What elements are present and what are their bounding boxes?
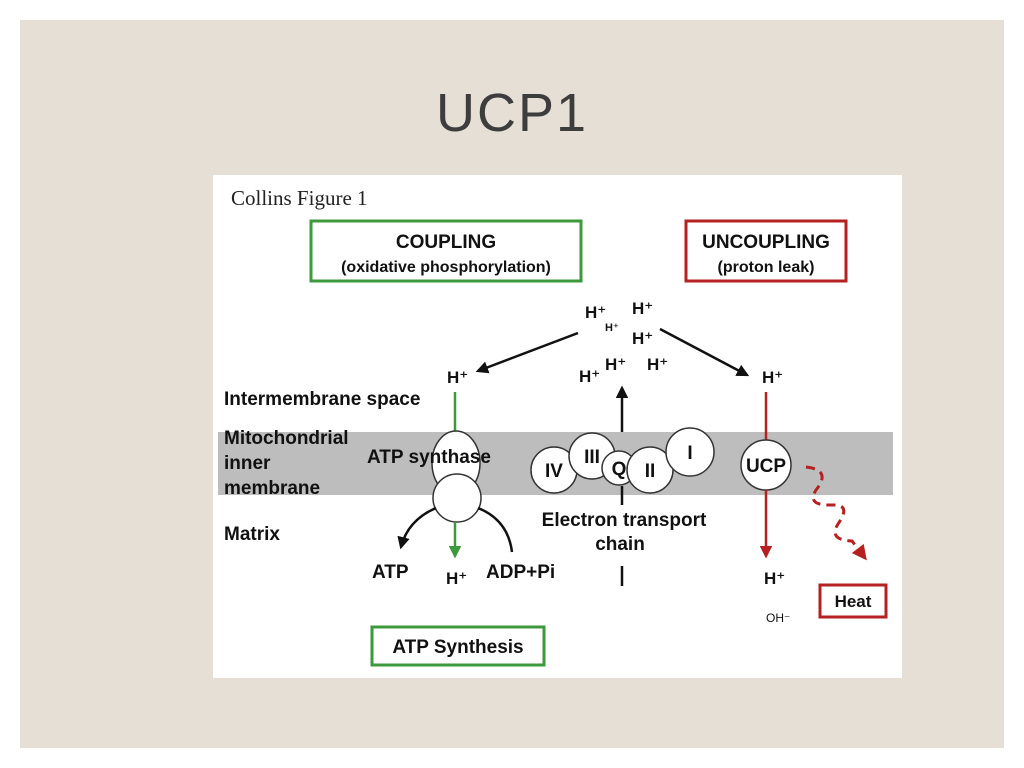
- proton-cluster: H⁺ H⁺ H⁺ H⁺ H⁺ H⁺ H⁺: [579, 299, 668, 386]
- intermembrane-space-label: Intermembrane space: [224, 389, 420, 410]
- etc-label-line: chain: [595, 534, 645, 555]
- ucp: UCP: [740, 392, 867, 561]
- uncoupling-box: UNCOUPLING (proton leak): [684, 219, 848, 283]
- coenzyme-q-label: Q: [612, 459, 627, 480]
- complex-i-label: I: [687, 443, 692, 464]
- electron-transport-chain: IV III Q II I Electron transport chain: [530, 385, 715, 586]
- atp-synthesis-label: ATP Synthesis: [392, 637, 523, 658]
- heat-label: Heat: [835, 592, 872, 611]
- matrix-label: Matrix: [224, 524, 280, 545]
- ucp-label: UCP: [746, 456, 786, 477]
- coupling-title: COUPLING: [396, 232, 496, 253]
- membrane-label-line: Mitochondrial: [224, 428, 349, 449]
- atp-synthesis-box: ATP Synthesis: [370, 625, 546, 667]
- arrow-to-atp-synthase: [475, 331, 579, 374]
- coupling-box: COUPLING (oxidative phosphorylation): [309, 219, 583, 283]
- proton-right-label: H⁺: [762, 368, 783, 387]
- atp-synthase-label: ATP synthase: [367, 447, 491, 468]
- heat-box: Heat: [818, 583, 888, 619]
- proton-label: H⁺: [647, 355, 668, 374]
- proton-label: H⁺: [585, 303, 606, 322]
- figure-caption: Collins Figure 1: [231, 186, 368, 210]
- proton-label: H⁺: [632, 299, 653, 318]
- arrow-to-ucp: [659, 327, 750, 377]
- matrix-proton-label: H⁺: [446, 569, 467, 588]
- etc-label-line: Electron transport: [542, 510, 707, 531]
- hydroxide-label: OH⁻: [766, 611, 790, 625]
- heat-release-arrow: [805, 465, 867, 561]
- complex-i: [665, 427, 715, 477]
- proton-left-label: H⁺: [447, 368, 468, 387]
- slide-title: UCP1: [435, 83, 589, 143]
- membrane-label-line: inner: [224, 453, 271, 474]
- atp-release-arrow: [397, 506, 437, 550]
- coupling-subtitle: (oxidative phosphorylation): [341, 259, 551, 276]
- complex-ii-label: II: [645, 461, 656, 482]
- uncoupling-subtitle: (proton leak): [718, 259, 815, 276]
- proton-label: H⁺: [632, 329, 653, 348]
- proton-label: H⁺: [579, 367, 600, 386]
- atp-synthase: ATP synthase: [367, 392, 514, 559]
- atp-synthase-f1: [432, 473, 482, 523]
- adp-intake-curve: [477, 506, 514, 553]
- complex-iii-label: III: [584, 447, 600, 468]
- proton-label: H⁺: [605, 322, 619, 334]
- complex-iv-label: IV: [545, 461, 563, 482]
- ucp-proton-label: H⁺: [764, 569, 785, 588]
- adp-pi-label: ADP+Pi: [486, 562, 555, 583]
- membrane-label-line: membrane: [224, 478, 320, 499]
- complex-ii: [626, 446, 674, 494]
- atp-label: ATP: [372, 562, 409, 583]
- proton-label: H⁺: [605, 355, 626, 374]
- collins-figure: Collins Figure 1 COUPLING (oxidative pho…: [213, 175, 902, 678]
- uncoupling-title: UNCOUPLING: [702, 232, 830, 253]
